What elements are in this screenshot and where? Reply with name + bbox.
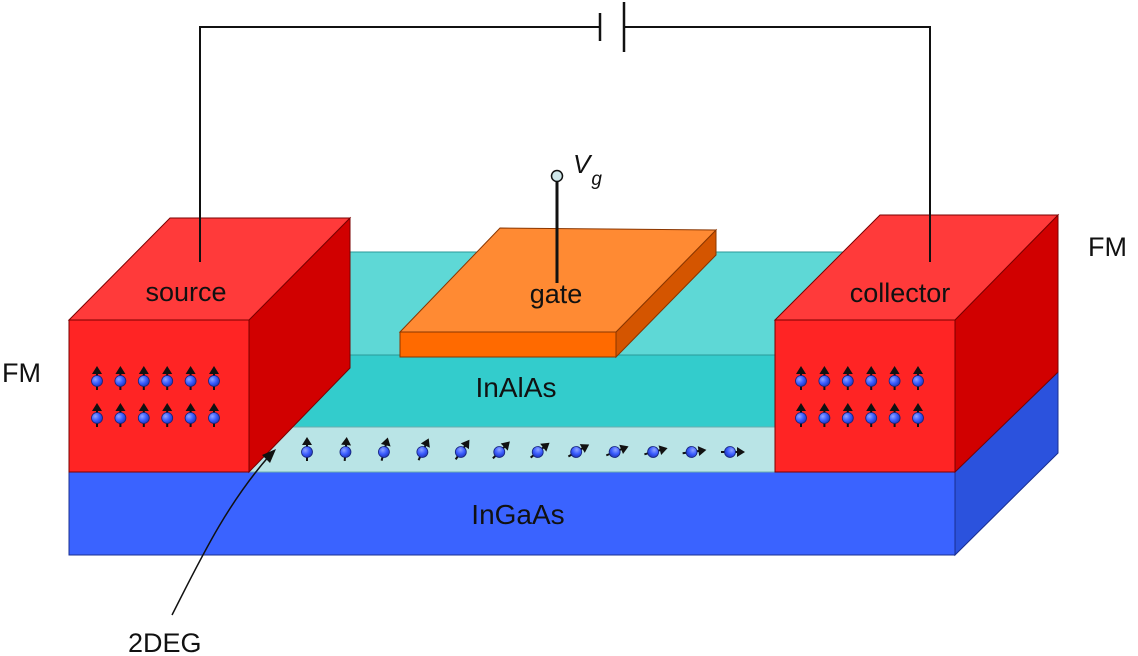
twodeg-channel	[248, 426, 776, 473]
electron-spin-arrow-icon	[605, 444, 629, 458]
inalas-label: InAlAs	[476, 372, 557, 403]
collector-label: collector	[850, 278, 951, 308]
bias-circuit	[199, 2, 931, 262]
electron-spin-arrow-icon	[416, 438, 430, 461]
channel-spins	[301, 437, 745, 462]
electron-spin-arrow-icon	[912, 403, 924, 427]
collector-spins	[795, 366, 924, 427]
electron-spin-arrow-icon	[865, 403, 878, 427]
gate-terminal: Vg	[550, 149, 602, 283]
electron-spin-arrow-icon	[378, 437, 391, 461]
electron-spin-arrow-icon	[492, 441, 510, 460]
electron-spin-arrow-icon	[161, 403, 174, 427]
collector-front-face	[774, 319, 956, 473]
electron-spin-arrow-icon	[161, 366, 174, 390]
gate-label: gate	[530, 279, 583, 309]
electron-spin-arrow-icon	[137, 403, 150, 427]
electron-spin-arrow-icon	[841, 366, 854, 390]
electron-spin-arrow-icon	[865, 366, 878, 390]
electron-spin-arrow-icon	[644, 445, 668, 458]
electron-spin-arrow-icon	[795, 403, 807, 427]
electron-spin-arrow-icon	[301, 437, 313, 461]
gate-front-face	[399, 331, 617, 358]
vg-label: Vg	[573, 149, 602, 190]
source-label: source	[145, 277, 226, 307]
electron-spin-arrow-icon	[795, 366, 807, 390]
source-front-face	[68, 319, 250, 473]
electron-spin-arrow-icon	[530, 442, 550, 459]
electron-spin-arrow-icon	[912, 366, 924, 390]
collector-contact: collector	[773, 213, 1060, 474]
electron-spin-arrow-icon	[91, 366, 103, 390]
electron-spin-arrow-icon	[818, 403, 831, 427]
source-contact: source	[67, 216, 352, 474]
electron-spin-arrow-icon	[818, 366, 831, 390]
electron-spin-arrow-icon	[114, 403, 127, 427]
gate-terminal-icon	[550, 169, 564, 183]
electron-spin-arrow-icon	[91, 403, 103, 427]
electron-spin-arrow-icon	[114, 366, 127, 390]
electron-spin-arrow-icon	[888, 403, 901, 427]
electron-spin-arrow-icon	[339, 437, 352, 462]
electron-spin-arrow-icon	[682, 446, 707, 458]
ingaas-substrate: InGaAs	[68, 370, 1059, 557]
ingaas-label: InGaAs	[471, 499, 564, 530]
twodeg-pointer: 2DEG	[128, 449, 276, 656]
electron-spin-arrow-icon	[454, 439, 470, 460]
electron-spin-arrow-icon	[208, 403, 220, 427]
ingaas-front-face	[68, 471, 956, 556]
electron-spin-arrow-icon	[184, 366, 197, 390]
twodeg-pointer-line	[171, 454, 271, 616]
circuit-wire-right	[625, 26, 931, 262]
electron-spin-arrow-icon	[888, 366, 901, 390]
electron-spin-arrow-icon	[721, 446, 745, 458]
electron-spin-arrow-icon	[208, 366, 220, 390]
battery-icon	[598, 2, 626, 52]
source-spins	[91, 366, 220, 427]
electron-spin-arrow-icon	[184, 403, 197, 427]
fm-label-right: FM	[1088, 232, 1127, 262]
circuit-wire-left	[199, 26, 600, 262]
fm-label-left: FM	[2, 358, 41, 388]
twodeg-pointer-arrowhead	[262, 449, 276, 463]
electron-spin-arrow-icon	[567, 444, 590, 458]
electron-spin-arrow-icon	[137, 366, 150, 390]
electron-spin-arrow-icon	[841, 403, 854, 427]
twodeg-label: 2DEG	[128, 628, 202, 656]
